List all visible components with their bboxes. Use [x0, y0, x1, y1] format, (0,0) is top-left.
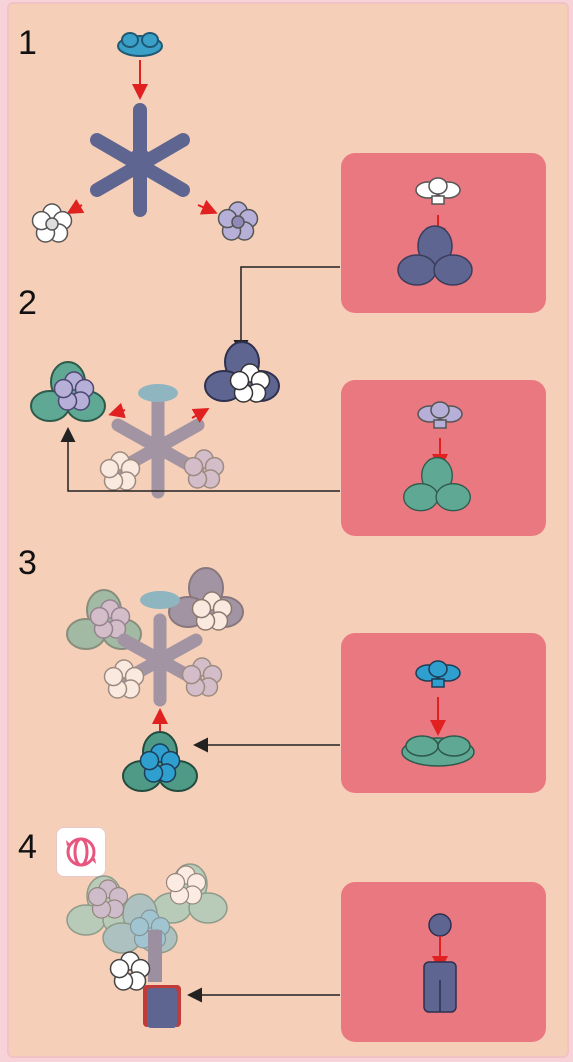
detail-2-parts [404, 402, 471, 511]
blue-flower-top [118, 33, 162, 56]
detail-3-parts [402, 661, 474, 766]
green-leaf-lavender-flower [31, 362, 105, 421]
detail-1-parts [398, 178, 472, 285]
dark-leaf-white-flower [205, 342, 279, 402]
lavender-rose-right [219, 202, 258, 240]
green-leaf-blue-flower [123, 732, 197, 791]
step-1-assembly [33, 33, 258, 242]
step-4-assembly [67, 864, 227, 1028]
pot-base [143, 985, 181, 1028]
step-3-assembly [67, 568, 243, 791]
white-rose-left [33, 204, 72, 242]
white-flower-lower [111, 952, 150, 990]
detail-4-parts [424, 914, 456, 1012]
